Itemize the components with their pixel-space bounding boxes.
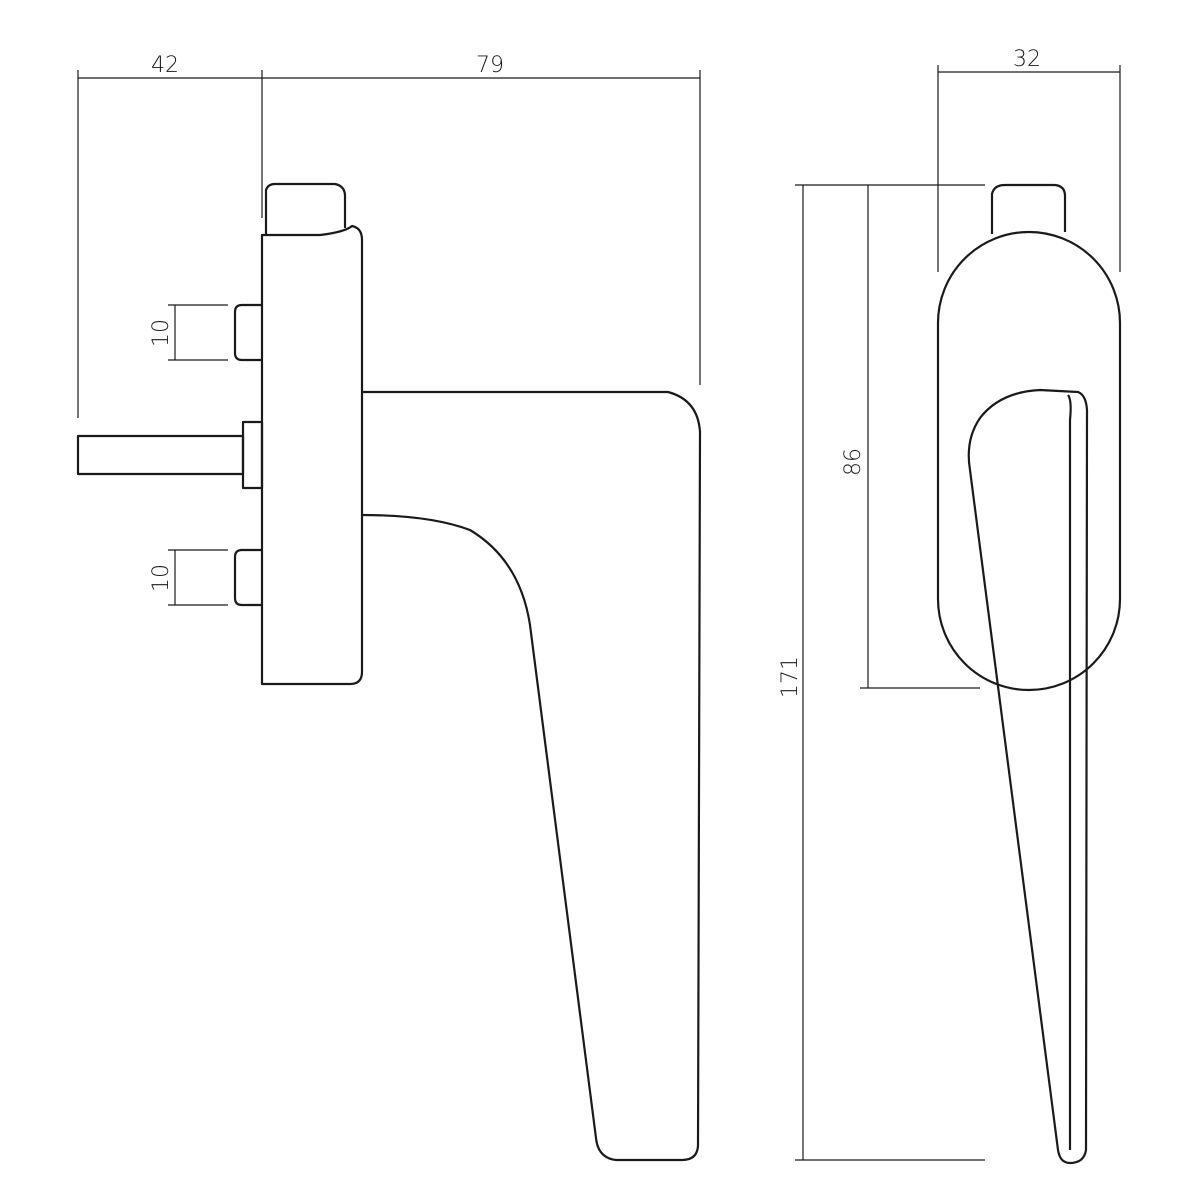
dim-label-10-upper: 10 <box>149 319 174 347</box>
rose-oval <box>936 230 1122 692</box>
handle-lever-front <box>967 388 1089 1165</box>
top-spindle-tab <box>990 183 1067 234</box>
dim-label-32: 32 <box>1013 47 1041 72</box>
dim-label-86: 86 <box>841 448 866 476</box>
dim-label-42: 42 <box>151 53 179 78</box>
square-spindle <box>76 434 245 476</box>
dimension-171: 171 <box>778 184 985 1161</box>
dimension-10-upper: 10 <box>149 304 228 361</box>
dimension-42-79: 42 79 <box>77 53 701 418</box>
handle-lever-side <box>361 390 702 1162</box>
upper-pin <box>233 303 262 362</box>
dim-label-10-lower: 10 <box>149 564 174 592</box>
side-view: 42 79 10 10 <box>76 53 702 1162</box>
lower-pin <box>233 548 262 607</box>
dim-label-171: 171 <box>778 656 803 698</box>
lever-edge-line <box>1067 394 1072 1150</box>
top-spindle-block <box>264 182 347 235</box>
dimension-10-lower: 10 <box>149 549 228 606</box>
dimension-86: 86 <box>841 185 980 689</box>
dim-label-79: 79 <box>476 53 504 78</box>
front-view: 32 171 86 <box>778 47 1122 1165</box>
spindle-collar <box>241 420 264 490</box>
dimension-32: 32 <box>937 47 1121 272</box>
rose-plate <box>260 224 364 686</box>
